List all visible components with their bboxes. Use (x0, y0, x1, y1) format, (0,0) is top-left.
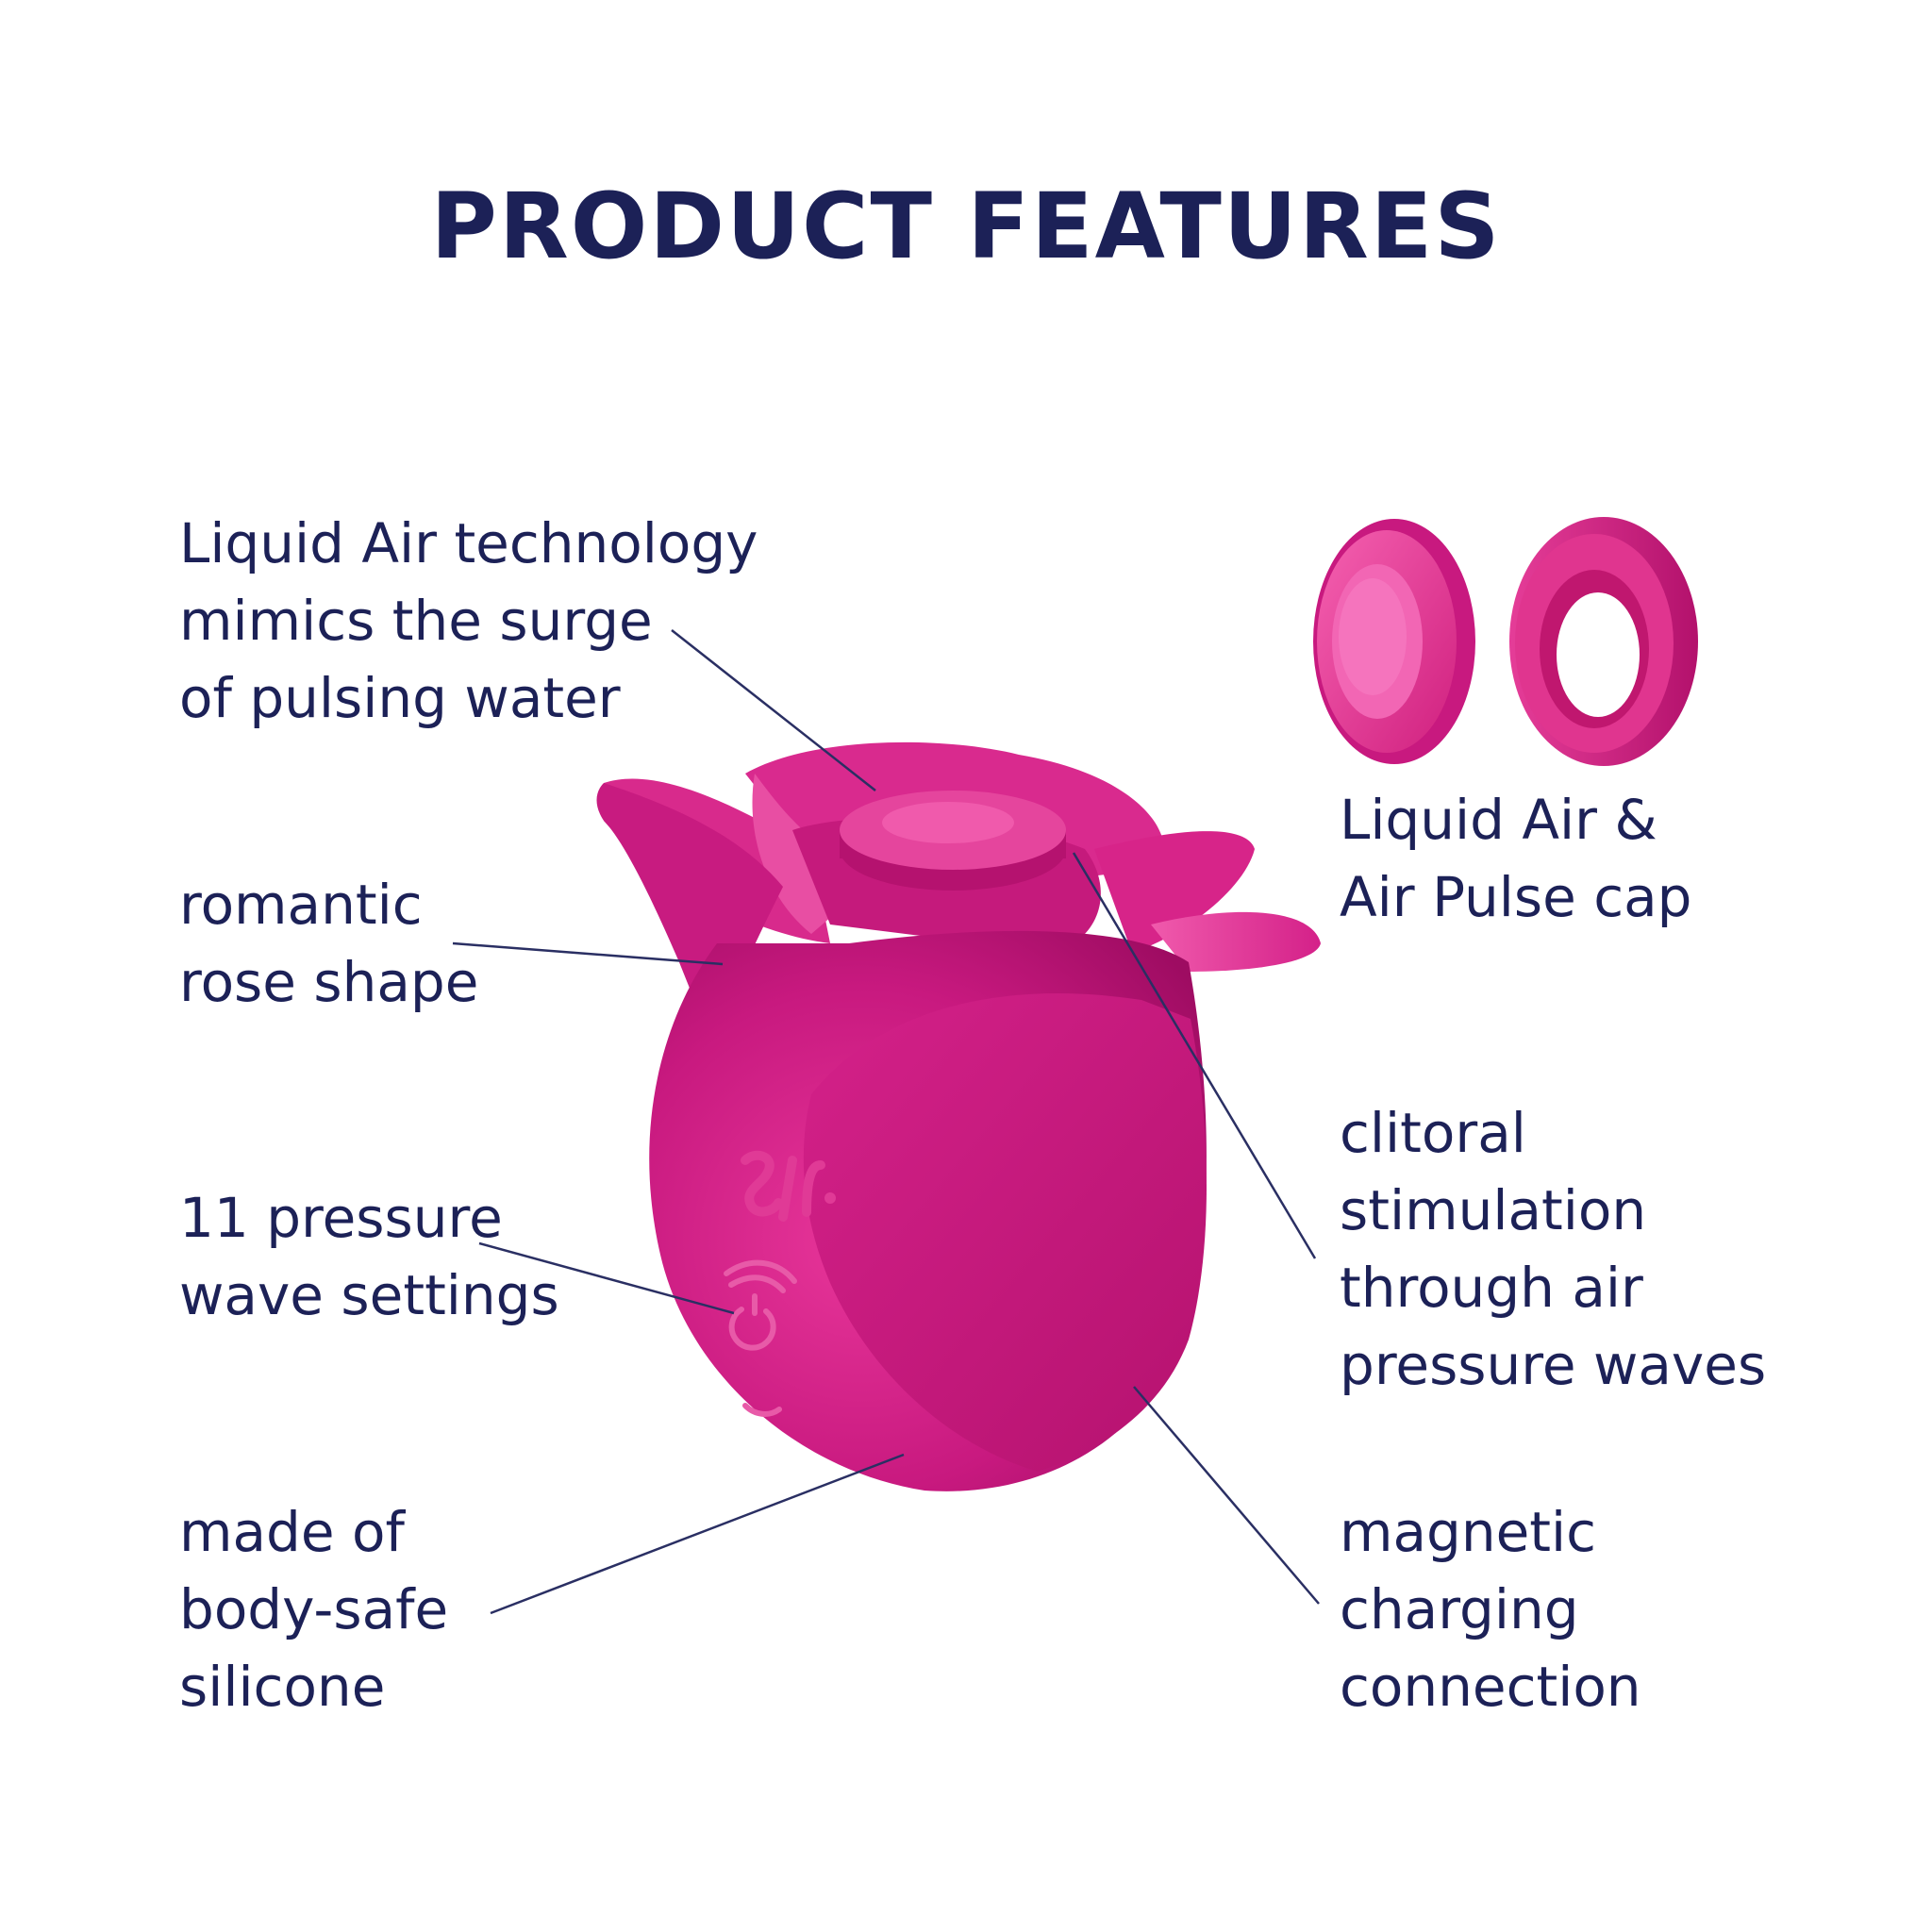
leader-stimulation (1072, 852, 1317, 1259)
feature-charging-label: magnetic charging connection (1340, 1500, 1641, 1719)
page-title: PRODUCT FEATURES (430, 174, 1502, 279)
leader-silicone (490, 1453, 905, 1615)
feature-liquid-air-label: Liquid Air technology mimics the surge o… (179, 511, 758, 730)
power-button-emboss-icon (724, 1259, 797, 1351)
mode-button-emboss-icon (742, 1403, 782, 1417)
feature-stimulation-label: clitoral stimulation through air pressur… (1340, 1101, 1767, 1397)
feature-caps-label: Liquid Air & Air Pulse cap (1340, 788, 1692, 929)
front-petal (803, 993, 1208, 1472)
leader-rose-shape (452, 941, 724, 966)
brand-logo-emboss (741, 1150, 836, 1222)
back-petal-right (1094, 831, 1255, 953)
left-flared-petal (596, 783, 783, 1057)
outer-petal-right (1151, 911, 1321, 972)
leader-pressure-settings (478, 1241, 735, 1315)
feature-silicone-label: made of body-safe silicone (179, 1500, 449, 1719)
leader-liquid-air (671, 629, 876, 791)
liquid-air-cap-illustration (1313, 519, 1475, 764)
feature-pressure-settings-label: 11 pressure wave settings (179, 1186, 559, 1327)
leader-charging (1133, 1386, 1320, 1605)
feature-rose-shape-label: romantic rose shape (179, 873, 479, 1014)
nozzle (840, 791, 1066, 891)
air-pulse-cap-illustration (1509, 517, 1698, 766)
